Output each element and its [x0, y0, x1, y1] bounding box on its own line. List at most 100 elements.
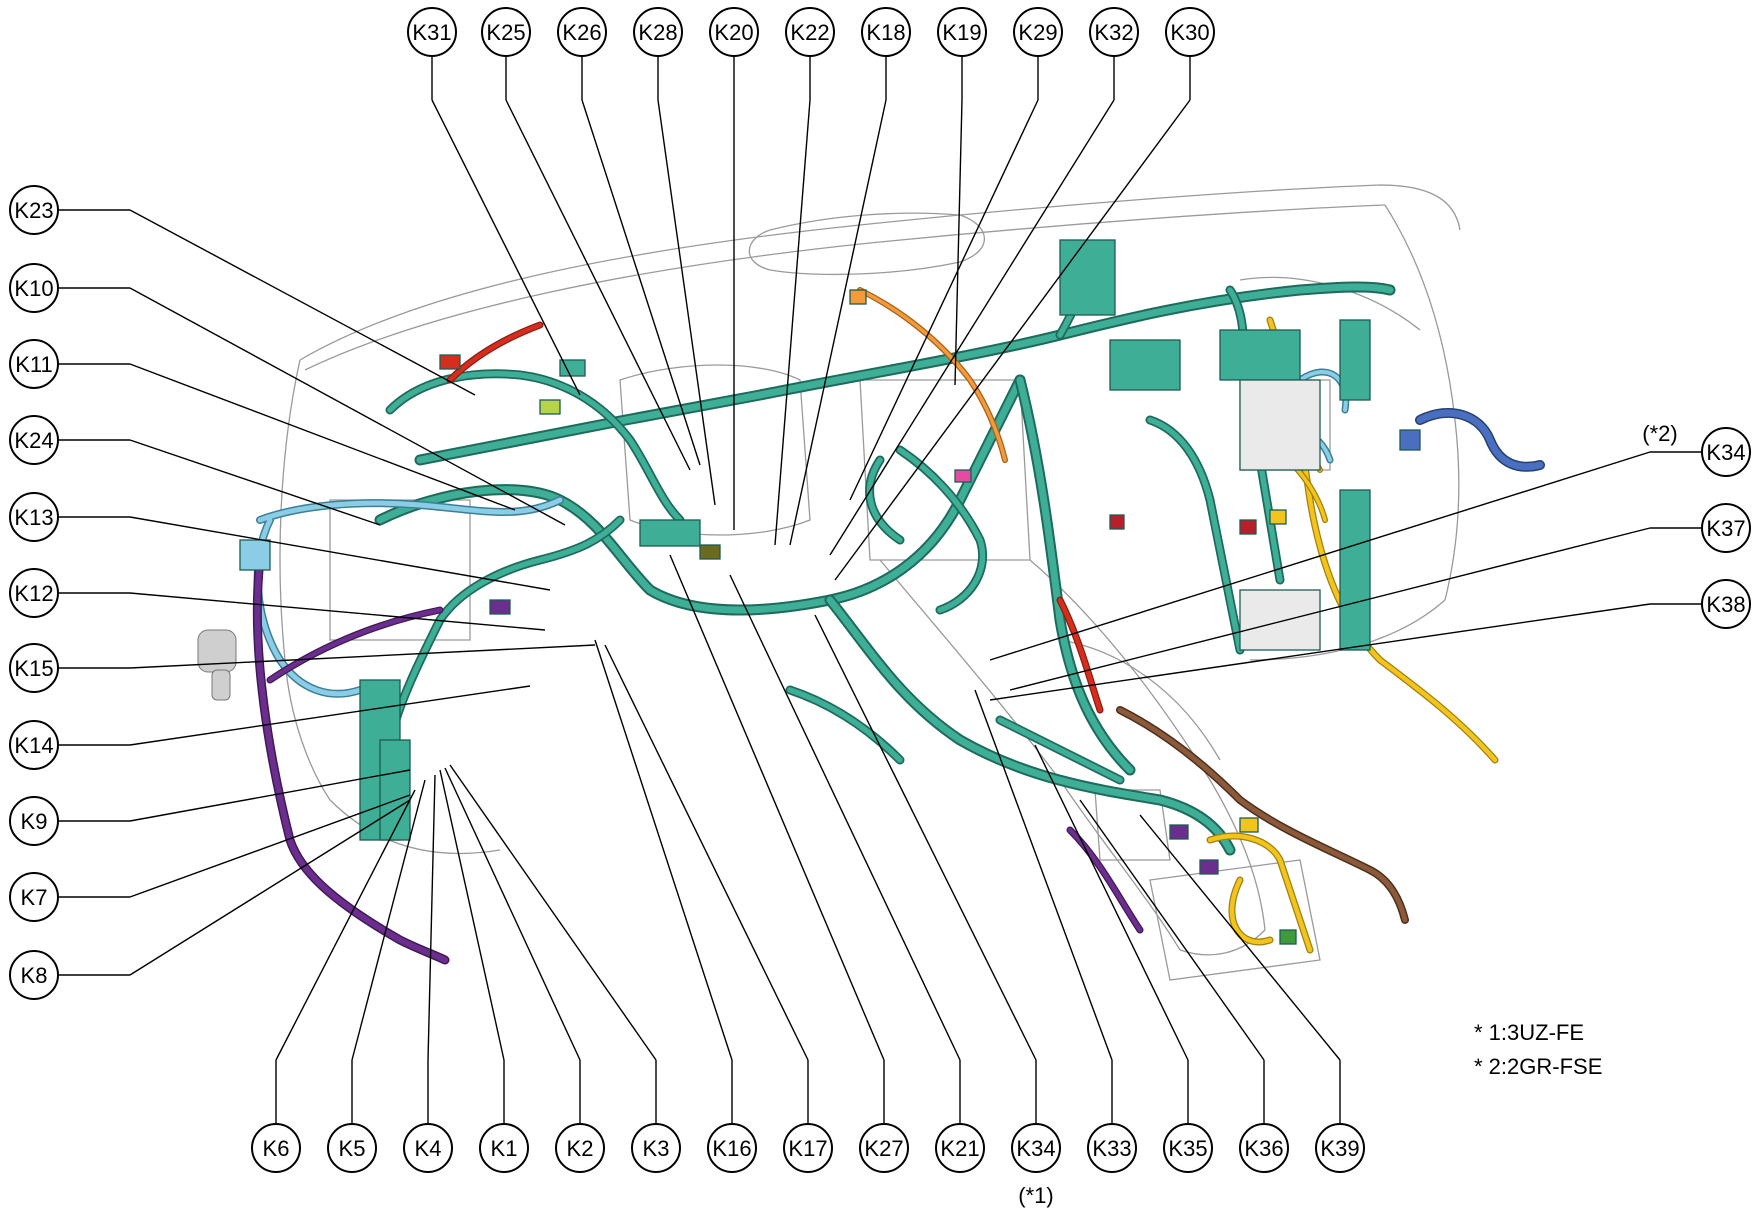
callout-k38: K38 — [1701, 579, 1751, 629]
callout-k16: K16 — [707, 1123, 757, 1173]
callout-k18: K18 — [861, 7, 911, 57]
callouts-bottom: K6 K5 K4 K1 K2 K3 K16 K17 K27 K21 K34 K3… — [251, 1123, 1365, 1208]
callout-k19: K19 — [937, 7, 987, 57]
callout-k13: K13 — [9, 492, 59, 542]
callout-k33: K33 — [1087, 1123, 1137, 1173]
callouts-top: K31 K25 K26 K28 K20 K22 K18 K19 K29 K32 … — [407, 7, 1215, 57]
callouts-left: K23 K10 K11 K24 K13 K12 K15 K14 K9 K7 K8 — [9, 185, 59, 1000]
svg-text:K5: K5 — [339, 1136, 366, 1161]
harness-brown — [1116, 706, 1409, 924]
svg-text:K37: K37 — [1706, 516, 1745, 541]
callout-k3: K3 — [631, 1123, 681, 1173]
svg-text:K15: K15 — [14, 656, 53, 681]
svg-text:K34: K34 — [1016, 1136, 1055, 1161]
svg-text:K24: K24 — [14, 428, 53, 453]
svg-text:K33: K33 — [1092, 1136, 1131, 1161]
footnote-2: * 2:2GR-FSE — [1474, 1054, 1602, 1079]
svg-text:K8: K8 — [21, 963, 48, 988]
svg-text:K39: K39 — [1320, 1136, 1359, 1161]
callout-k24: K24 — [9, 415, 59, 465]
leaders-top — [431, 54, 1191, 581]
callout-k7: K7 — [9, 872, 59, 922]
harness-purple — [252, 555, 1144, 965]
svg-text:K7: K7 — [21, 885, 48, 910]
footnote-1: * 1:3UZ-FE — [1474, 1020, 1584, 1045]
svg-text:K32: K32 — [1094, 20, 1133, 45]
svg-text:K27: K27 — [864, 1136, 903, 1161]
svg-text:K31: K31 — [412, 20, 451, 45]
callout-k5: K5 — [327, 1123, 377, 1173]
callout-k15: K15 — [9, 643, 59, 693]
callout-k26: K26 — [557, 7, 607, 57]
gray-grommet — [197, 629, 237, 701]
callout-k25: K25 — [481, 7, 531, 57]
svg-text:K9: K9 — [21, 809, 48, 834]
note-k34-star1: (*1) — [1018, 1183, 1053, 1208]
callout-k32: K32 — [1089, 7, 1139, 57]
svg-text:K26: K26 — [562, 20, 601, 45]
callout-k28: K28 — [633, 7, 683, 57]
svg-text:K34: K34 — [1706, 440, 1745, 465]
callout-k30: K30 — [1165, 7, 1215, 57]
svg-text:K29: K29 — [1018, 20, 1057, 45]
callout-k22: K22 — [785, 7, 835, 57]
callout-k17: K17 — [783, 1123, 833, 1173]
svg-text:K1: K1 — [491, 1136, 518, 1161]
callouts-right: (*2) K34 K37 K38 — [1642, 421, 1751, 629]
harness-blue — [1415, 407, 1545, 472]
svg-text:K4: K4 — [415, 1136, 442, 1161]
callout-k2: K2 — [555, 1123, 605, 1173]
connectors — [239, 239, 1421, 945]
leaders-right — [989, 451, 1710, 701]
svg-text:K2: K2 — [567, 1136, 594, 1161]
svg-text:K25: K25 — [486, 20, 525, 45]
callout-k1: K1 — [479, 1123, 529, 1173]
callout-k14: K14 — [9, 720, 59, 770]
callout-k29: K29 — [1013, 7, 1063, 57]
svg-text:K12: K12 — [14, 581, 53, 606]
callout-k39: K39 — [1315, 1123, 1365, 1173]
svg-text:K20: K20 — [714, 20, 753, 45]
note-k34-star2: (*2) — [1642, 421, 1677, 446]
svg-text:K3: K3 — [643, 1136, 670, 1161]
callout-k6: K6 — [251, 1123, 301, 1173]
svg-text:K21: K21 — [940, 1136, 979, 1161]
harness-orange — [857, 287, 1008, 463]
wiring-harness — [197, 239, 1545, 965]
svg-text:K10: K10 — [14, 276, 53, 301]
svg-text:K11: K11 — [15, 352, 53, 377]
callout-k23: K23 — [9, 185, 59, 235]
footnotes: * 1:3UZ-FE * 2:2GR-FSE — [1474, 1020, 1602, 1079]
svg-text:K38: K38 — [1706, 592, 1745, 617]
callout-k20: K20 — [709, 7, 759, 57]
callout-k8: K8 — [9, 950, 59, 1000]
harness-red — [446, 321, 1104, 714]
callout-k31: K31 — [407, 7, 457, 57]
svg-text:K30: K30 — [1170, 20, 1209, 45]
callout-k12: K12 — [9, 568, 59, 618]
callout-k21: K21 — [935, 1123, 985, 1173]
svg-text:K13: K13 — [14, 505, 53, 530]
callout-k35: K35 — [1163, 1123, 1213, 1173]
callout-k11: K11 — [9, 339, 59, 389]
svg-text:K36: K36 — [1244, 1136, 1283, 1161]
callout-k34-right: K34 — [1701, 427, 1751, 477]
svg-text:K18: K18 — [866, 20, 905, 45]
svg-text:K6: K6 — [263, 1136, 290, 1161]
callout-k9: K9 — [9, 796, 59, 846]
svg-text:K35: K35 — [1168, 1136, 1207, 1161]
svg-text:K17: K17 — [788, 1136, 827, 1161]
leaders-bottom — [275, 554, 1341, 1124]
callout-k10: K10 — [9, 263, 59, 313]
callout-k27: K27 — [859, 1123, 909, 1173]
svg-text:K19: K19 — [942, 20, 981, 45]
svg-text:K14: K14 — [14, 733, 53, 758]
leaders-left — [58, 209, 596, 976]
callout-k4: K4 — [403, 1123, 453, 1173]
svg-text:K22: K22 — [790, 20, 829, 45]
svg-text:K28: K28 — [638, 20, 677, 45]
svg-text:K23: K23 — [14, 198, 53, 223]
svg-text:K16: K16 — [712, 1136, 751, 1161]
callout-k36: K36 — [1239, 1123, 1289, 1173]
